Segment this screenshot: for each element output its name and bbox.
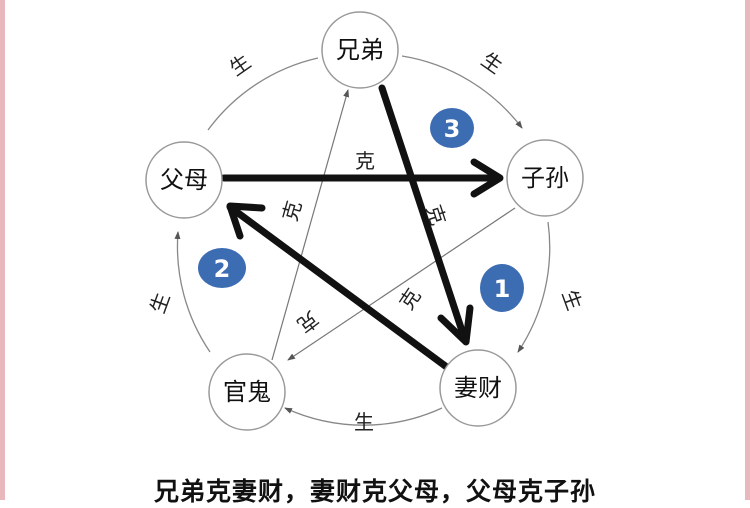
badge-1 bbox=[480, 264, 524, 312]
node-xiongdi bbox=[321, 11, 399, 89]
badge-3 bbox=[430, 108, 474, 148]
sheng-label: 生 bbox=[477, 47, 507, 78]
ke-label: 克 bbox=[394, 284, 425, 314]
ke-line-guangui-xiongdi bbox=[271, 89, 349, 361]
sheng-label: 生 bbox=[145, 289, 174, 316]
sheng-arc-guangui-fumu bbox=[174, 231, 211, 353]
ke-label: 克 bbox=[293, 306, 323, 337]
node-label-qicai: 妻财 bbox=[454, 374, 502, 402]
arrow-qicai-fumu bbox=[226, 203, 452, 372]
badge-2 bbox=[198, 248, 246, 288]
node-guangui bbox=[208, 353, 286, 431]
node-label-zisun: 子孙 bbox=[521, 164, 569, 192]
node-fumu bbox=[145, 141, 223, 219]
sheng-arc-fumu-xiongdi bbox=[207, 57, 319, 131]
node-zisun bbox=[506, 139, 584, 217]
caption: 兄弟克妻财，妻财克父母，父母克子孙 bbox=[153, 477, 596, 506]
node-label-guangui: 官鬼 bbox=[223, 378, 271, 406]
left-border bbox=[0, 0, 5, 500]
arrowhead-qicai bbox=[437, 304, 474, 346]
sheng-label: 生 bbox=[354, 410, 374, 434]
node-qicai bbox=[439, 349, 517, 427]
arrowhead-fumu bbox=[226, 202, 266, 240]
node-label-fumu: 父母 bbox=[160, 166, 208, 194]
ke-line-zisun-guangui bbox=[287, 207, 516, 361]
badge-3-text: 3 bbox=[444, 115, 461, 143]
badge-1-text: 1 bbox=[494, 275, 511, 303]
sheng-label: 生 bbox=[557, 286, 586, 313]
ke-label: 克 bbox=[278, 198, 307, 224]
arrow-xiongdi-qicai bbox=[378, 84, 469, 344]
ke-label: 克 bbox=[355, 149, 375, 173]
sheng-label: 生 bbox=[225, 49, 255, 80]
node-label-xiongdi: 兄弟 bbox=[336, 36, 384, 64]
sheng-arc-xiongdi-zisun bbox=[401, 55, 523, 129]
sheng-arc-zisun-qicai bbox=[517, 221, 551, 353]
arrowhead-zisun bbox=[470, 158, 504, 198]
badge-2-text: 2 bbox=[214, 255, 231, 283]
right-border bbox=[745, 0, 750, 500]
sheng-arc-qicai-guangui bbox=[284, 407, 443, 426]
